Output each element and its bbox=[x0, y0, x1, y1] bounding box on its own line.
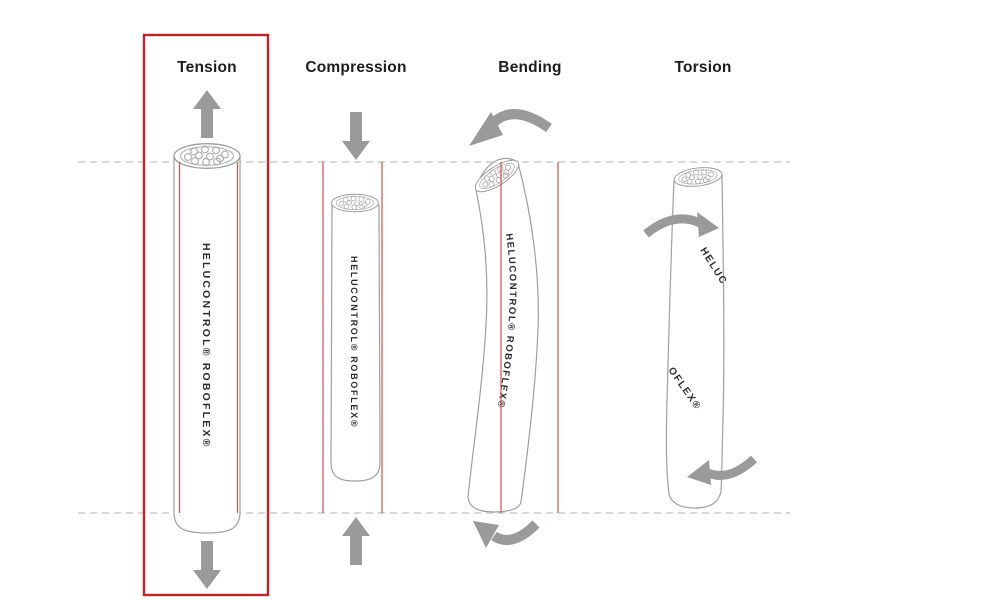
tension-cable-illustration: HELUCONTROL® ROBOFLEX® bbox=[173, 90, 241, 589]
torsion-cable-illustration: HELUC OFLEX® bbox=[643, 164, 758, 509]
column-title-tension: Tension bbox=[177, 59, 237, 76]
tension-up-arrow-icon bbox=[193, 90, 221, 138]
torsion-cable-body bbox=[665, 169, 725, 509]
tension-cable-print: HELUCONTROL® ROBOFLEX® bbox=[200, 243, 212, 449]
compression-cable-body bbox=[330, 204, 381, 482]
compression-up-arrow-icon bbox=[342, 517, 370, 565]
tension-down-arrow-icon bbox=[193, 541, 221, 589]
column-title-bending: Bending bbox=[498, 59, 562, 76]
bending-curved-arrow-top-icon bbox=[469, 109, 552, 146]
compression-cable-print: HELUCONTROL® ROBOFLEX® bbox=[349, 256, 359, 428]
column-title-torsion: Torsion bbox=[674, 59, 732, 76]
bending-cable-body bbox=[467, 157, 539, 513]
bending-curved-arrow-bottom-icon bbox=[473, 520, 540, 548]
bending-cable-illustration: HELUCONTROL® ROBOFLEX® bbox=[467, 109, 559, 548]
compression-cable-cap bbox=[331, 193, 379, 213]
tension-highlight-box bbox=[142, 33, 270, 597]
torsion-twist-arrow-bottom-icon bbox=[687, 455, 758, 485]
compression-down-arrow-icon bbox=[342, 112, 370, 160]
tension-cable-body bbox=[173, 156, 241, 534]
torsion-twist-arrow-top-icon bbox=[643, 212, 719, 238]
compression-cable-illustration: HELUCONTROL® ROBOFLEX® bbox=[322, 112, 383, 565]
tension-cable-cap bbox=[173, 143, 241, 169]
column-title-compression: Compression bbox=[305, 59, 407, 76]
